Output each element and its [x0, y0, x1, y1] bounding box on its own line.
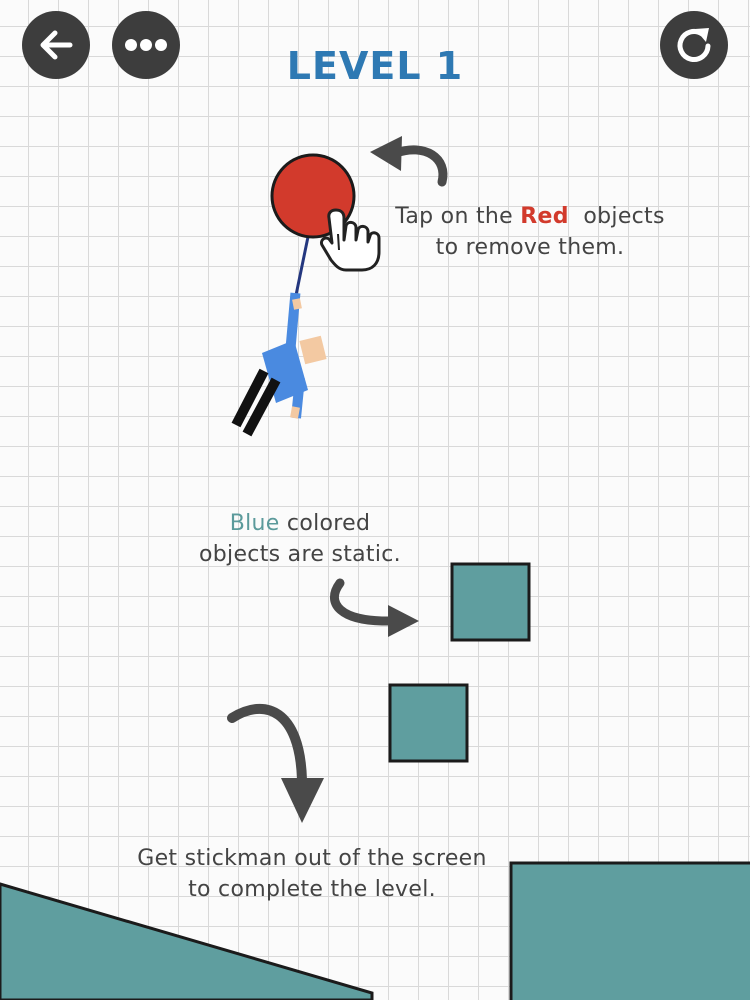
- hint-goal-line2: to complete the level.: [188, 877, 436, 902]
- back-button[interactable]: [22, 11, 90, 79]
- more-dots-icon: [125, 39, 167, 51]
- hint-goal-line1: Get stickman out of the screen: [137, 846, 487, 871]
- stickman: [231, 292, 327, 437]
- red-ball[interactable]: [270, 153, 356, 239]
- menu-button[interactable]: [112, 11, 180, 79]
- hint-blue-line2: objects are static.: [199, 542, 401, 567]
- hint-red-highlight: Red: [520, 204, 569, 229]
- hint-goal: Get stickman out of the screen to comple…: [70, 843, 554, 905]
- curved-arrow-icon: [370, 136, 448, 187]
- restart-icon: [677, 28, 711, 62]
- hint-blue-suffix: colored: [279, 511, 371, 536]
- hint-red-suffix: objects: [568, 204, 665, 229]
- arrow-left-icon: [40, 30, 73, 60]
- level-title: LEVEL 1: [286, 44, 464, 88]
- hint-red-line2: to remove them.: [435, 235, 625, 260]
- static-square-lower: [388, 683, 469, 763]
- hint-red-objects: Tap on the Red objects to remove them.: [370, 201, 690, 263]
- hint-blue-highlight: Blue: [229, 511, 280, 536]
- curved-arrow-icon: [330, 578, 419, 637]
- rope: [293, 231, 311, 301]
- curved-arrow-down-icon: [227, 703, 324, 823]
- hint-red-prefix: Tap on the: [395, 204, 521, 229]
- static-square-upper: [450, 562, 531, 642]
- restart-button[interactable]: [660, 11, 728, 79]
- hint-blue-objects: Blue colored objects are static.: [160, 508, 440, 570]
